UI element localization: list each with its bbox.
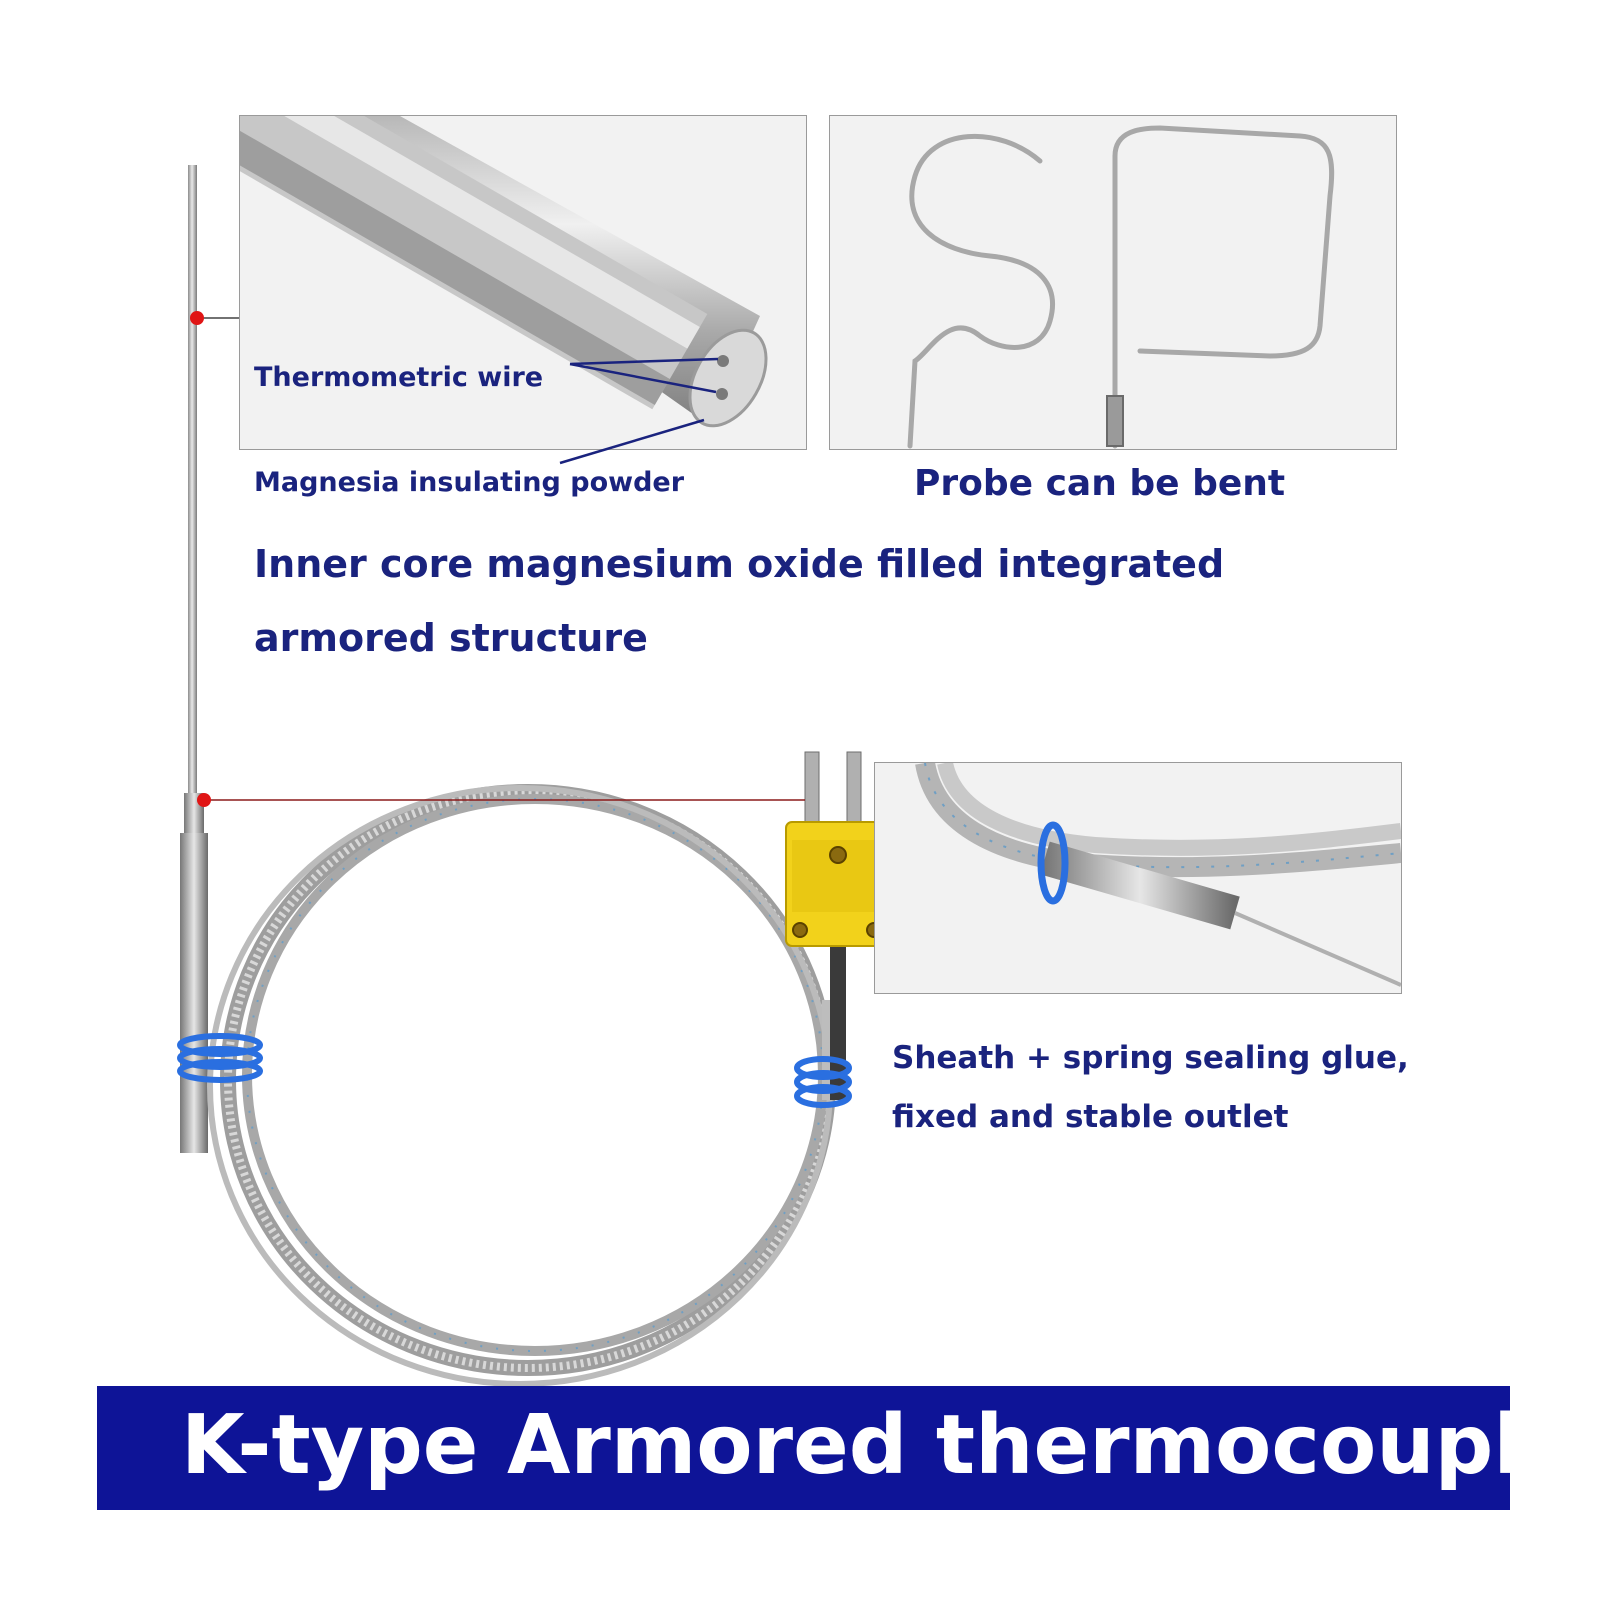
title-banner: K-type Armored thermocouple (97, 1386, 1577, 1510)
inner-core-line2: armored structure (254, 616, 648, 660)
magnesia-powder-label: Magnesia insulating powder (254, 467, 685, 498)
blue-tie-left (177, 1033, 263, 1083)
sheath-line2: fixed and stable outlet (892, 1099, 1289, 1135)
sheath-line1: Sheath + spring sealing glue, (892, 1040, 1409, 1076)
bent-probe-panel (829, 115, 1397, 450)
sheath-closeup-photo (915, 763, 1401, 987)
callout-markers (190, 311, 805, 807)
thermometric-wire-label: Thermometric wire (254, 362, 544, 393)
sheath-closeup-panel (874, 762, 1402, 994)
bent-probe-photo (907, 125, 1335, 449)
probe-rod (180, 165, 208, 1153)
blue-tie-right (794, 1056, 852, 1108)
sheathed-rod-photo (240, 116, 768, 428)
banner-title: K-type Armored thermocouple (181, 1398, 1578, 1493)
inner-core-line1: Inner core magnesium oxide filled integr… (254, 542, 1225, 586)
cross-section-panel (239, 115, 807, 450)
k-type-connector (785, 751, 882, 947)
braided-cable-coil (207, 784, 836, 1387)
probe-bent-label: Probe can be bent (914, 463, 1286, 504)
